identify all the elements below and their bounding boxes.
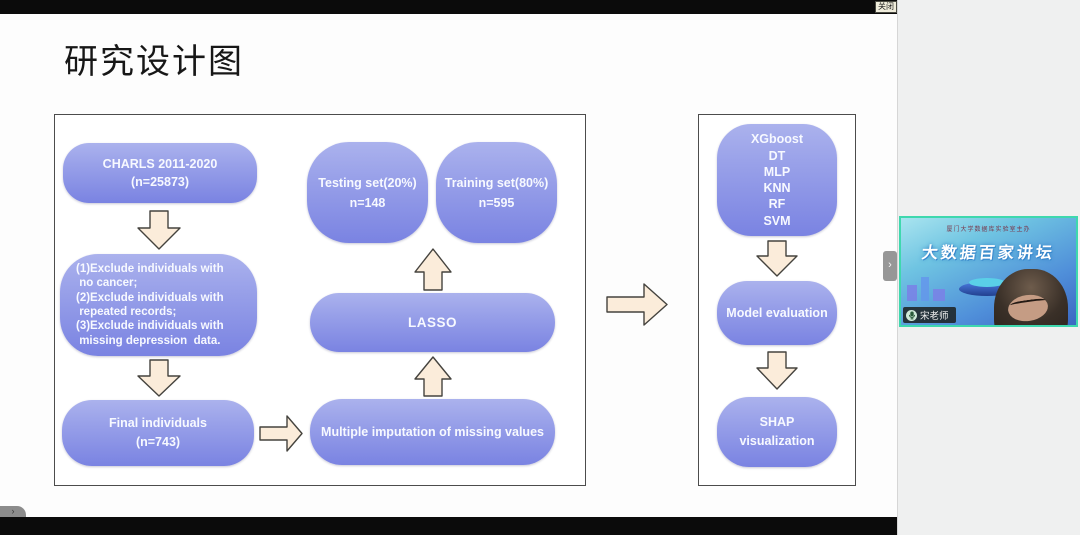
- microphone-icon: [906, 309, 917, 321]
- skyline-graphic: [907, 275, 967, 301]
- exclusion-box: (1)Exclude individuals with no cancer; (…: [60, 254, 257, 356]
- slide-title: 研究设计图: [64, 43, 244, 81]
- down-arrow-icon: [137, 210, 181, 250]
- charls-box: CHARLS 2011-2020 (n=25873): [63, 143, 257, 203]
- video-banner-subtitle: 厦门大学数据库实验室主办: [946, 227, 1031, 233]
- video-thumbnail[interactable]: 厦门大学数据库实验室主办 大数据百家讲坛 宋老师: [899, 216, 1078, 327]
- imputation-box: Multiple imputation of missing values: [310, 399, 555, 465]
- up-arrow-icon: [414, 356, 452, 397]
- lasso-box: LASSO: [310, 293, 555, 352]
- down-arrow-icon: [756, 351, 798, 390]
- down-arrow-icon: [137, 359, 181, 397]
- participant-name-label: 宋老师: [920, 311, 949, 322]
- top-black-bar: [0, 0, 897, 14]
- bottom-black-bar: [0, 517, 897, 535]
- chevron-right-icon: ›: [11, 506, 15, 516]
- podium-top-graphic: [969, 278, 1005, 287]
- testing-set-box: Testing set(20%) n=148: [307, 142, 428, 243]
- up-arrow-icon: [414, 248, 452, 291]
- participant-avatar: [976, 261, 1076, 325]
- right-arrow-icon: [259, 415, 303, 452]
- shap-visualization-box: SHAP visualization: [717, 397, 837, 467]
- model-evaluation-box: Model evaluation: [717, 281, 837, 345]
- chevron-right-icon: ›: [888, 259, 892, 271]
- ml-models-box: XGboost DT MLP KNN RF SVM: [717, 124, 837, 236]
- final-individuals-box: Final individuals (n=743): [62, 400, 254, 466]
- participant-name-tag: 宋老师: [903, 307, 956, 323]
- toolbar-expand-tab[interactable]: ›: [0, 506, 26, 517]
- down-arrow-icon: [756, 240, 798, 277]
- panel-collapse-handle[interactable]: ›: [883, 251, 897, 281]
- training-set-box: Training set(80%) n=595: [436, 142, 557, 243]
- close-button[interactable]: 关闭: [875, 1, 897, 13]
- big-right-arrow-icon: [606, 283, 668, 326]
- video-banner-title: 大数据百家讲坛: [920, 245, 1056, 262]
